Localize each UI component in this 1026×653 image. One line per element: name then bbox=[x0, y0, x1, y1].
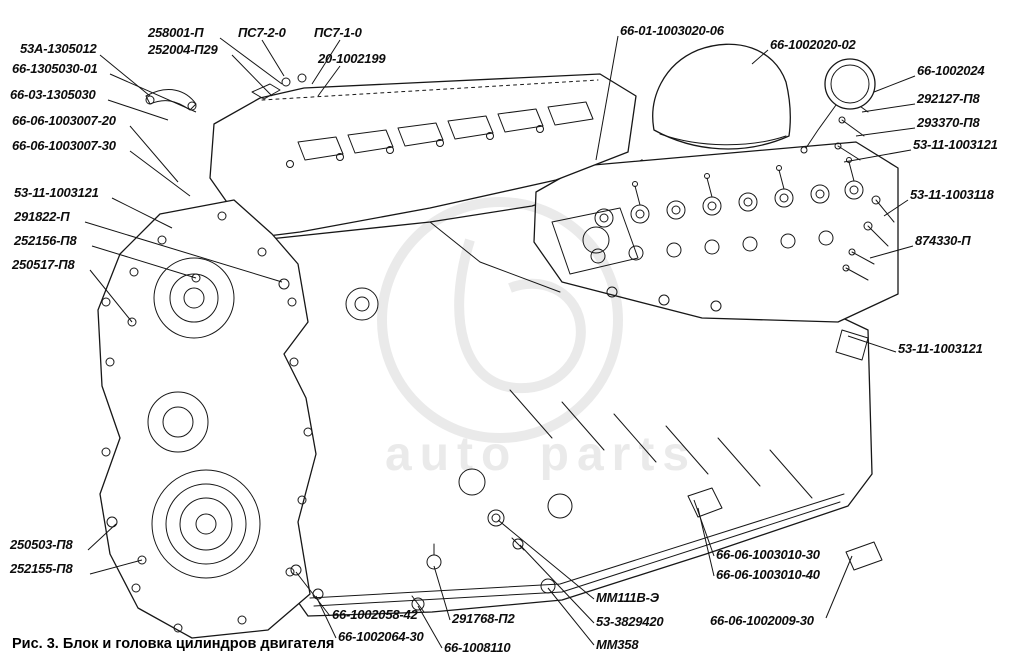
leader-line bbox=[231, 54, 273, 97]
leader-line bbox=[111, 197, 173, 229]
leader-line bbox=[595, 35, 619, 161]
leader-line bbox=[317, 65, 341, 97]
dipstick-handle bbox=[800, 58, 876, 154]
watermark-logo-glyph bbox=[454, 238, 586, 394]
leader-line bbox=[109, 73, 197, 113]
leader-line bbox=[847, 335, 897, 353]
leader-line bbox=[843, 149, 912, 163]
leader-line bbox=[497, 519, 595, 600]
leader-line bbox=[261, 39, 285, 77]
leader-line bbox=[99, 54, 151, 97]
leader-line bbox=[883, 199, 909, 217]
bottom-fittings bbox=[290, 509, 556, 613]
leader-line bbox=[91, 245, 197, 279]
watermark-logo-circle bbox=[377, 197, 623, 443]
leader-lines bbox=[84, 35, 916, 649]
figure-caption: Рис. 3. Блок и головка цилиндров двигате… bbox=[12, 636, 335, 652]
leader-line bbox=[825, 555, 853, 619]
leader-line bbox=[547, 587, 595, 646]
leader-line bbox=[519, 544, 595, 624]
leader-line bbox=[869, 245, 914, 259]
leader-line bbox=[417, 605, 443, 649]
leader-line bbox=[295, 571, 331, 617]
leader-line bbox=[433, 565, 451, 621]
leader-line bbox=[693, 499, 715, 557]
leader-line bbox=[129, 150, 191, 197]
leader-line bbox=[873, 75, 916, 93]
leader-line bbox=[89, 559, 143, 575]
watermark-text: auto parts bbox=[385, 428, 697, 481]
leader-line bbox=[751, 49, 769, 65]
oil-filler-cone bbox=[652, 43, 791, 150]
leader-line bbox=[107, 99, 169, 121]
leader-line bbox=[129, 125, 179, 183]
leader-line bbox=[311, 39, 341, 85]
leader-line bbox=[697, 507, 715, 577]
leader-line bbox=[89, 269, 133, 323]
leader-line bbox=[861, 103, 916, 113]
leader-line bbox=[219, 37, 283, 85]
right-cylinder-head bbox=[533, 92, 899, 323]
watermark: auto parts bbox=[377, 197, 697, 481]
timing-cover bbox=[97, 199, 317, 639]
leader-line bbox=[84, 221, 283, 283]
leader-line bbox=[315, 595, 337, 639]
engine-drawing bbox=[97, 43, 899, 639]
leader-line bbox=[855, 127, 916, 137]
leader-line bbox=[87, 523, 117, 551]
